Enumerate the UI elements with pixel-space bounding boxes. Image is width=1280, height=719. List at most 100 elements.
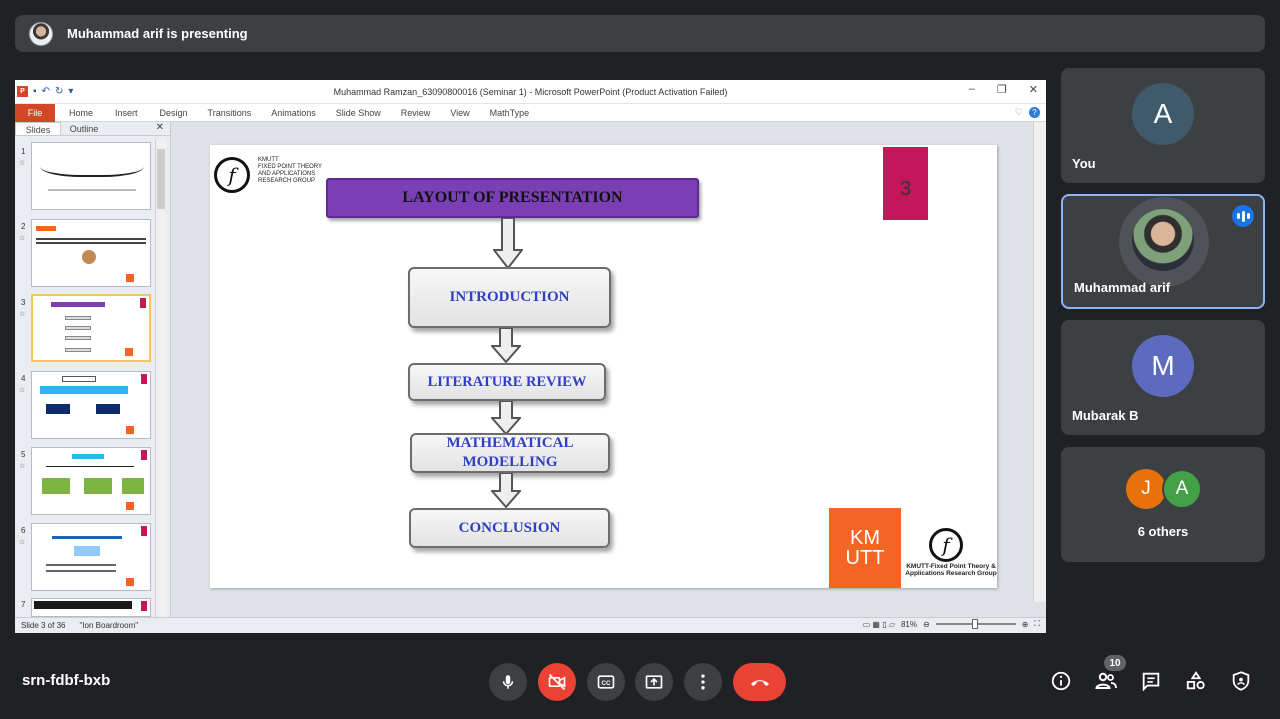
tab-outline[interactable]: Outline: [69, 124, 99, 134]
slide-thumbnail-6[interactable]: [31, 523, 151, 591]
animation-star-icon: ☆: [19, 235, 26, 242]
down-arrow-icon: [493, 218, 523, 270]
thumb-number: 7: [21, 600, 26, 609]
research-group-caption: KMUTT-Fixed Point Theory & Applications …: [905, 563, 997, 577]
slide-title: LAYOUT OF PRESENTATION: [326, 178, 699, 218]
host-controls-button[interactable]: [1229, 669, 1253, 693]
leave-call-button[interactable]: [733, 663, 786, 701]
thumb-number: 2: [21, 222, 26, 231]
help-icon[interactable]: ?: [1029, 107, 1040, 118]
participant-name: Mubarak B: [1072, 408, 1139, 423]
restore-icon[interactable]: ❐: [996, 84, 1007, 96]
slide-thumbnail-2[interactable]: [31, 219, 151, 287]
tab-file[interactable]: File: [15, 103, 55, 122]
slide-thumbnail-5[interactable]: [31, 447, 151, 515]
participant-tile-you[interactable]: A You: [1061, 68, 1265, 183]
thumbnail-scrollbar[interactable]: [155, 139, 166, 617]
slide-thumbnail-3[interactable]: [31, 294, 151, 362]
fit-slide-icon[interactable]: ⛶: [1034, 619, 1040, 628]
mic-icon: [502, 675, 514, 689]
view-buttons-icon[interactable]: ▭ ▦ ▯ ▱: [862, 619, 895, 629]
participant-tile-muhammad-arif[interactable]: Muhammad arif: [1061, 194, 1265, 309]
animation-star-icon: ☆: [19, 463, 26, 470]
down-arrow-icon: [491, 401, 521, 436]
meeting-code: srn-fdbf-bxb: [22, 672, 111, 689]
mic-button[interactable]: [489, 663, 527, 701]
meeting-details-button[interactable]: [1049, 669, 1073, 693]
window-title: Muhammad Ramzan_63090800016 (Seminar 1) …: [333, 86, 728, 97]
host-controls-icon: [1232, 671, 1250, 691]
thumb-number: 5: [21, 450, 26, 459]
tab-insert[interactable]: Insert: [115, 107, 138, 118]
zoom-level: 81%: [900, 619, 917, 629]
close-panel-icon[interactable]: ✕: [155, 122, 164, 133]
tab-slide-show[interactable]: Slide Show: [335, 107, 381, 118]
thumb-number: 1: [21, 147, 26, 156]
activities-button[interactable]: [1184, 669, 1208, 693]
undo-icon[interactable]: ↶: [41, 86, 50, 97]
zoom-slider[interactable]: [935, 619, 1016, 629]
captions-button[interactable]: CC: [587, 663, 625, 701]
slide-thumbnail-7[interactable]: [31, 598, 151, 617]
item-conclusion: CONCLUSION: [409, 508, 610, 548]
current-slide[interactable]: f KMUTT FIXED POINT THEORY AND APPLICATI…: [210, 145, 997, 588]
zoom-out-icon[interactable]: ⊖: [922, 619, 930, 629]
people-icon: [1095, 672, 1117, 689]
chat-button[interactable]: [1139, 669, 1163, 693]
presenting-banner: Muhammad arif is presenting: [15, 15, 1265, 52]
calligraphy-image: [40, 151, 144, 177]
tab-animations[interactable]: Animations: [271, 107, 316, 118]
customize-qat-icon[interactable]: ▾: [68, 86, 74, 97]
present-icon: [645, 675, 663, 689]
item-introduction: INTRODUCTION: [408, 267, 611, 328]
tab-design[interactable]: Design: [159, 107, 188, 118]
quick-access-toolbar: P ▪ ↶ ↻ ▾: [15, 86, 73, 97]
tab-mathtype[interactable]: MathType: [489, 107, 530, 118]
minimize-icon[interactable]: –: [968, 83, 975, 95]
avatar: J: [1126, 469, 1166, 509]
participant-tile-mubarak[interactable]: M Mubarak B: [1061, 320, 1265, 435]
others-label: 6 others: [1137, 524, 1189, 539]
ppt-workarea: Slides Outline ✕ 1 ☆ 2 ☆: [15, 122, 1046, 617]
captions-icon: CC: [597, 675, 615, 689]
thumb-number: 6: [21, 526, 26, 535]
slide-scrollbar[interactable]: [1033, 122, 1046, 602]
more-icon: [701, 674, 705, 690]
down-arrow-icon: [491, 473, 521, 509]
speaking-indicator-icon: [1232, 205, 1254, 227]
avatar: [1132, 209, 1194, 271]
zoom-in-icon[interactable]: ⊕: [1021, 619, 1029, 629]
slide-thumbnail-4[interactable]: [31, 371, 151, 439]
slide-editing-area: f KMUTT FIXED POINT THEORY AND APPLICATI…: [172, 122, 1046, 617]
redo-icon[interactable]: ↻: [54, 86, 64, 97]
close-icon[interactable]: ✕: [1028, 84, 1038, 96]
fixed-point-logo-icon: f: [214, 157, 250, 193]
presenting-text: Muhammad arif is presenting: [67, 26, 248, 41]
activities-icon: [1186, 671, 1205, 690]
presenter-avatar: [29, 21, 53, 46]
info-icon: [1051, 671, 1071, 691]
slides-panel: Slides Outline ✕ 1 ☆ 2 ☆: [15, 122, 171, 617]
tab-view[interactable]: View: [450, 107, 470, 118]
ribbon-collapse-icon[interactable]: ♡: [1014, 107, 1023, 117]
people-button[interactable]: [1094, 669, 1118, 693]
tab-slides[interactable]: Slides: [15, 122, 61, 135]
participant-tile-others[interactable]: J A 6 others: [1061, 447, 1265, 562]
present-now-button[interactable]: [635, 663, 673, 701]
tab-home[interactable]: Home: [69, 107, 94, 118]
more-options-button[interactable]: [684, 663, 722, 701]
participant-name: You: [1072, 156, 1096, 171]
kmutt-logo: KM UTT: [829, 508, 901, 588]
camera-off-icon: [548, 673, 566, 691]
avatar: A: [1132, 83, 1194, 145]
save-icon[interactable]: ▪: [33, 86, 37, 97]
tab-transitions[interactable]: Transitions: [207, 107, 252, 118]
participant-name: Muhammad arif: [1074, 280, 1171, 295]
slide-thumbnail-1[interactable]: [31, 142, 151, 210]
svg-text:CC: CC: [601, 680, 611, 687]
tab-review[interactable]: Review: [400, 107, 431, 118]
animation-star-icon: ☆: [19, 539, 26, 546]
avatar: A: [1162, 469, 1202, 509]
camera-button[interactable]: [538, 663, 576, 701]
